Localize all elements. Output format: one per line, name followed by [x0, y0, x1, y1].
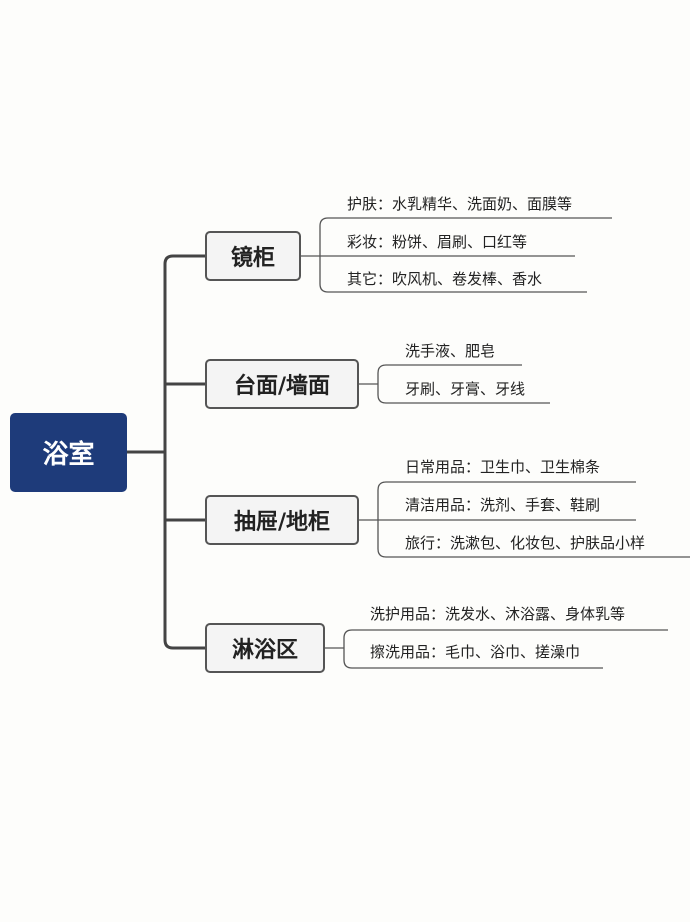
leaf-node[interactable]: 洗手液、肥皂 [405, 342, 496, 360]
branch-node-shower-area[interactable]: 淋浴区 [205, 623, 325, 673]
leaf-node[interactable]: 擦洗用品：毛巾、浴巾、搓澡巾 [370, 643, 581, 661]
branch-label: 抽屉/地柜 [233, 510, 331, 535]
branch-label: 淋浴区 [231, 638, 298, 663]
leaf-node[interactable]: 旅行：洗漱包、化妆包、护肤品小样 [405, 534, 646, 552]
branch-node-countertop-wall[interactable]: 台面/墙面 [205, 359, 359, 409]
branch-node-drawer-floor-cabinet[interactable]: 抽屉/地柜 [205, 495, 359, 545]
leaf-node[interactable]: 护肤：水乳精华、洗面奶、面膜等 [347, 195, 573, 213]
branch-node-mirror-cabinet[interactable]: 镜柜 [205, 231, 301, 281]
root-node[interactable]: 浴室 [10, 413, 127, 492]
leaf-node[interactable]: 其它：吹风机、卷发棒、香水 [347, 270, 543, 288]
leaf-bracket-1 [301, 217, 612, 293]
leaf-node[interactable]: 洗护用品：洗发水、沐浴露、身体乳等 [370, 605, 626, 623]
leaf-node[interactable]: 日常用品：卫生巾、卫生棉条 [405, 458, 601, 476]
leaf-node[interactable]: 牙刷、牙膏、牙线 [405, 380, 526, 398]
root-label: 浴室 [42, 440, 95, 470]
leaf-node[interactable]: 彩妆：粉饼、眉刷、口红等 [347, 233, 528, 251]
leaf-bracket-4 [325, 629, 668, 669]
leaf-bracket-3 [359, 481, 690, 558]
leaf-bracket-2 [359, 364, 550, 404]
leaf-node[interactable]: 清洁用品：洗剂、手套、鞋刷 [405, 496, 601, 514]
branch-label: 镜柜 [230, 246, 275, 271]
branch-label: 台面/墙面 [233, 374, 331, 399]
trunk-line [163, 254, 205, 650]
